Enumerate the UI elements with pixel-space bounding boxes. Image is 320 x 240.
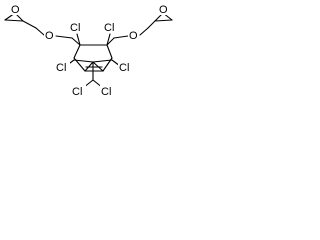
label-background	[100, 85, 115, 97]
bond	[4, 19, 24, 22]
bond	[76, 33, 81, 46]
molecule-structure: O O Cl Cl O O Cl Cl	[4, 3, 173, 98]
atom-label: Cl	[56, 62, 66, 74]
bond	[147, 20, 156, 29]
bond	[92, 59, 113, 63]
atom-o-epoxide-left: O	[10, 3, 20, 16]
atom-cl-upper-right: Cl	[103, 21, 118, 34]
atom-label: O	[11, 4, 20, 16]
atom-label: Cl	[119, 62, 129, 74]
bond	[22, 20, 37, 29]
label-background	[44, 29, 54, 41]
label-background	[128, 29, 138, 41]
atom-o-epoxide-right: O	[158, 3, 168, 16]
atom-cl-bottom-left: Cl	[71, 85, 86, 98]
atom-cl-upper-left: Cl	[69, 21, 84, 34]
bond	[106, 44, 113, 59]
bond	[73, 44, 81, 59]
bond	[55, 35, 73, 39]
atom-cl-bottom-right: Cl	[100, 85, 115, 98]
label-background	[118, 61, 133, 73]
bond	[106, 37, 115, 46]
atom-label: O	[129, 30, 138, 42]
atom-cl-left: Cl	[55, 61, 70, 74]
atom-label: O	[159, 4, 168, 16]
bond	[113, 35, 129, 39]
atom-label: Cl	[104, 22, 114, 34]
atom-labels: O O Cl Cl O O Cl Cl	[10, 3, 168, 98]
atom-label: Cl	[70, 22, 80, 34]
atom-label: Cl	[72, 86, 82, 98]
label-background	[103, 21, 118, 33]
bond	[154, 19, 173, 22]
atom-label: O	[45, 30, 54, 42]
atom-o-ether-left: O	[44, 29, 54, 42]
atom-label: Cl	[101, 86, 111, 98]
bond	[35, 27, 45, 36]
bond	[139, 27, 149, 36]
label-background	[69, 21, 84, 33]
bond	[106, 33, 111, 46]
label-background	[71, 85, 86, 97]
bond	[71, 37, 81, 46]
atom-o-ether-right: O	[128, 29, 138, 42]
bond	[73, 59, 94, 63]
bond-lines	[4, 12, 173, 89]
label-background	[10, 3, 20, 15]
atom-cl-right: Cl	[118, 61, 133, 74]
label-background	[158, 3, 168, 15]
label-background	[55, 61, 70, 73]
